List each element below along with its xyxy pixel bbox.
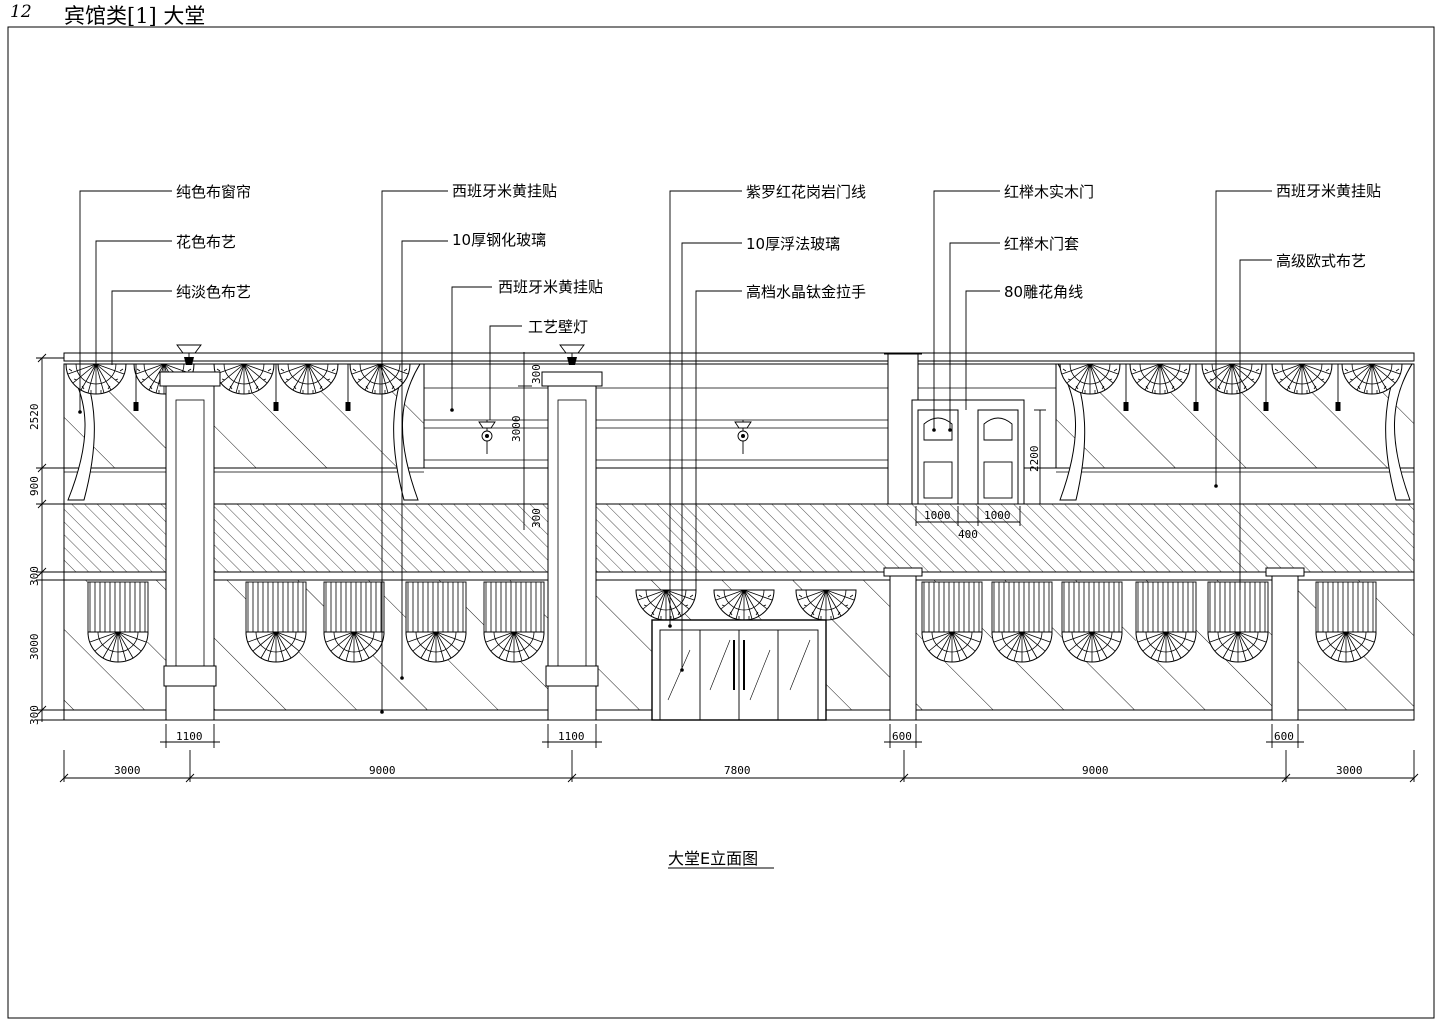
dim-label: 400 bbox=[958, 528, 978, 541]
dim-label: 600 bbox=[1274, 730, 1294, 743]
dim-label: 2200 bbox=[1028, 446, 1041, 473]
drawing-title: 大堂E立面图 bbox=[668, 849, 758, 868]
callout-label: 纯色布窗帘 bbox=[176, 183, 251, 201]
callout-label: 10厚浮法玻璃 bbox=[746, 235, 840, 253]
callout-label: 西班牙米黄挂贴 bbox=[452, 182, 557, 200]
callout-label: 西班牙米黄挂贴 bbox=[1276, 182, 1381, 200]
dim-label: 3000 bbox=[114, 764, 141, 777]
dim-label: 2520 bbox=[28, 404, 41, 431]
callout-label: 红榉木实木门 bbox=[1004, 183, 1094, 201]
dim-label: 300 bbox=[28, 566, 41, 586]
callout-label: 红榉木门套 bbox=[1004, 235, 1079, 253]
callout-label: 80雕花角线 bbox=[1004, 283, 1083, 301]
callout-label: 纯淡色布艺 bbox=[176, 283, 251, 301]
dim-label: 3000 bbox=[510, 416, 523, 443]
callout-label: 工艺壁灯 bbox=[528, 318, 588, 336]
callout-label: 紫罗红花岗岩门线 bbox=[746, 183, 866, 201]
dim-label: 7800 bbox=[724, 764, 751, 777]
callout-label: 西班牙米黄挂贴 bbox=[498, 278, 603, 296]
dim-label: 300 bbox=[530, 508, 543, 528]
page-number: 12 bbox=[10, 2, 32, 22]
page-title: 宾馆类[1] 大堂 bbox=[64, 4, 206, 28]
callout-label: 花色布艺 bbox=[176, 233, 236, 251]
dim-label: 300 bbox=[530, 364, 543, 384]
dim-label: 1100 bbox=[176, 730, 203, 743]
dim-label: 900 bbox=[28, 476, 41, 496]
dim-label: 1000 bbox=[924, 509, 951, 522]
callout-label: 高级欧式布艺 bbox=[1276, 252, 1366, 270]
dim-label: 3000 bbox=[1336, 764, 1363, 777]
callout-label: 高档水晶钛金拉手 bbox=[746, 283, 866, 301]
dim-label: 600 bbox=[892, 730, 912, 743]
dim-label: 9000 bbox=[1082, 764, 1109, 777]
dim-label: 300 bbox=[28, 705, 41, 725]
dim-label: 9000 bbox=[369, 764, 396, 777]
callout-label: 10厚钢化玻璃 bbox=[452, 231, 546, 249]
dim-label: 3000 bbox=[28, 634, 41, 661]
dim-label: 1100 bbox=[558, 730, 585, 743]
dim-label: 1000 bbox=[984, 509, 1011, 522]
